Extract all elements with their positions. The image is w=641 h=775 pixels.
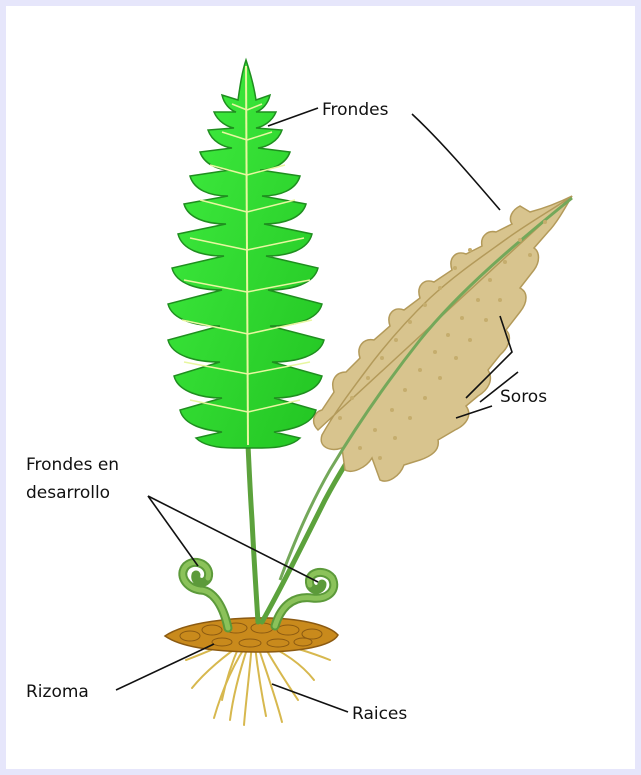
roots xyxy=(186,640,330,725)
green-frond xyxy=(168,60,324,448)
green-frond-stalk xyxy=(248,445,258,622)
label-soros: Soros xyxy=(500,387,547,407)
rhizome xyxy=(165,618,338,652)
label-frondes: Frondes xyxy=(322,100,389,120)
label-frondes-en: Frondes en xyxy=(26,455,119,475)
label-desarrollo: desarrollo xyxy=(26,483,110,503)
label-raices: Raices xyxy=(352,704,407,724)
label-rizoma: Rizoma xyxy=(26,682,89,702)
